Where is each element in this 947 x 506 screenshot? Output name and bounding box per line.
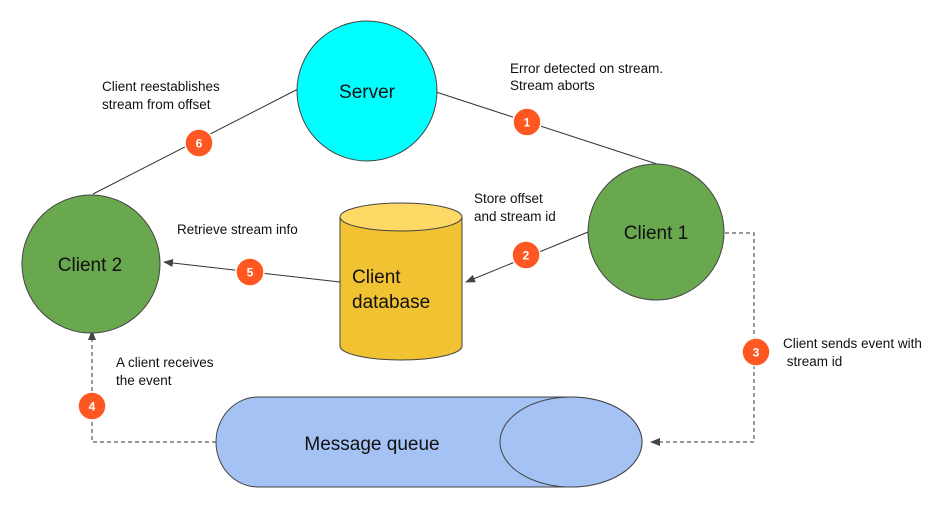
step-3-text-line2: stream id — [783, 354, 842, 369]
step-3-number: 3 — [753, 346, 760, 360]
queue-label: Message queue — [304, 434, 439, 455]
step-1-number: 1 — [524, 116, 531, 130]
step-1-text-line1: Error detected on stream. — [510, 61, 663, 76]
client-database: Client database — [339, 202, 463, 361]
step-4-text-line2: the event — [116, 373, 172, 388]
step-3: 3 Client sends event with stream id — [741, 336, 922, 369]
step-5: 5 Retrieve stream info — [177, 222, 298, 287]
step-1-badge — [512, 107, 542, 137]
step-3-text-line1: Client sends event with — [783, 336, 922, 351]
step-3-badge — [741, 337, 771, 367]
step-1: 1 Error detected on stream. Stream abort… — [510, 61, 663, 137]
client1-label: Client 1 — [624, 223, 688, 244]
step-2-text-line1: Store offset — [474, 191, 543, 206]
step-5-number: 5 — [247, 266, 254, 280]
client2-node: Client 2 — [21, 194, 161, 334]
client1-node: Client 1 — [587, 163, 725, 301]
step-4-number: 4 — [89, 400, 96, 414]
step-6-badge — [184, 128, 214, 158]
database-label-line1: Client — [352, 267, 401, 288]
step-1-text-line2: Stream aborts — [510, 78, 595, 93]
step-6-text-line1: Client reestablishes — [102, 79, 220, 94]
step-5-text-line1: Retrieve stream info — [177, 222, 298, 237]
step-2-text-line2: and stream id — [474, 209, 556, 224]
step-4: 4 A client receives the event — [77, 355, 214, 421]
step-6-text-line2: stream from offset — [102, 97, 211, 112]
message-queue: Message queue — [215, 396, 643, 488]
step-5-badge — [235, 257, 265, 287]
step-4-badge — [77, 391, 107, 421]
step-2-badge — [511, 240, 541, 270]
arrow-queue-to-client2 — [88, 330, 216, 443]
server-label: Server — [339, 82, 396, 103]
step-2-number: 2 — [523, 249, 530, 263]
step-6-number: 6 — [196, 137, 203, 151]
server-node: Server — [296, 20, 438, 162]
connector-server-client1 — [435, 91, 661, 166]
client2-label: Client 2 — [58, 255, 122, 276]
database-label-line2: database — [352, 292, 430, 313]
step-6: 6 Client reestablishes stream from offse… — [102, 79, 220, 158]
step-2: 2 Store offset and stream id — [474, 191, 556, 270]
step-4-text-line1: A client receives — [116, 355, 214, 370]
